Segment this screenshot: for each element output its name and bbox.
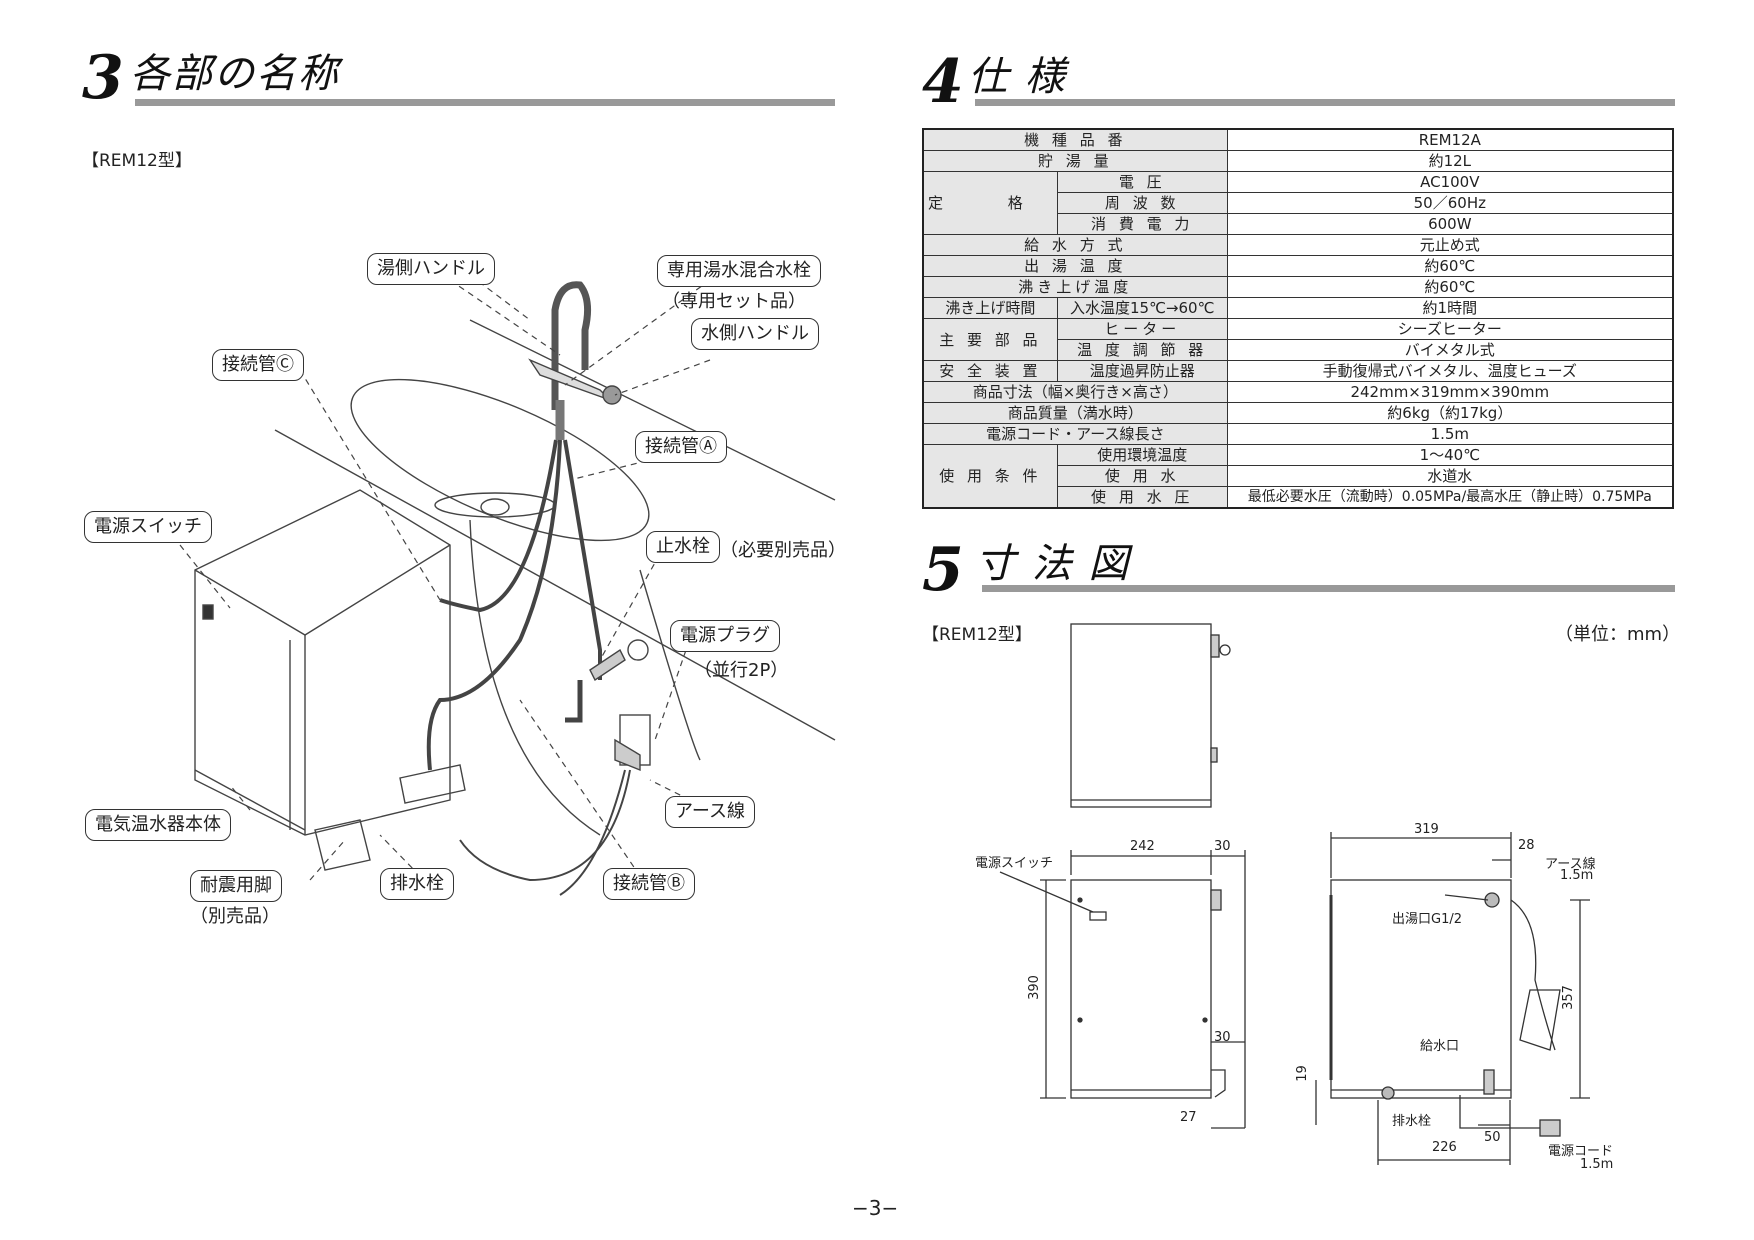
spec-row-supply: 給 水 方 式元止め式 (922, 234, 1674, 256)
dim-242: 242 (1130, 839, 1155, 854)
note-power-plug: （並行2P） (694, 660, 789, 681)
section5-unit: （単位：mm） (1555, 624, 1681, 645)
dim-30b: 30 (1214, 1030, 1231, 1045)
note-quake-feet: （別売品） (190, 906, 280, 927)
section5-title: 寸 法 図 (975, 541, 1131, 587)
dim-19: 19 (1294, 1065, 1310, 1082)
page-number: −3− (852, 1196, 899, 1220)
dim-drain: 排水栓 (1392, 1114, 1432, 1129)
section5-rule (982, 585, 1675, 592)
spec-row-mass: 商品質量（満水時）約6kg（約17kg） (922, 402, 1674, 424)
dim-226: 226 (1432, 1140, 1457, 1155)
dim-50: 50 (1484, 1130, 1501, 1145)
callout-pipe-b: 接続管Ⓑ (603, 868, 695, 900)
dim-inlet: 給水口 (1420, 1039, 1460, 1054)
callout-power-plug: 電源プラグ (670, 620, 780, 652)
dim-earth-label: アース線 (1545, 857, 1596, 872)
callout-heater-body: 電気温水器本体 (85, 809, 231, 841)
callout-cold-handle: 水側ハンドル (691, 318, 819, 350)
spec-row-heater: 主 要 部 品ヒーターシーズヒーター (922, 318, 1674, 361)
parts-illustration (179, 274, 836, 896)
dim-30a: 30 (1214, 839, 1231, 854)
spec-row-safety: 安 全 装 置温度過昇防止器手動復帰式バイメタル、温度ヒューズ (922, 360, 1674, 382)
section3-rule (135, 99, 835, 106)
dim-28: 28 (1518, 838, 1535, 853)
spec-row-boiltemp: 沸き上げ温度約60℃ (922, 276, 1674, 298)
callout-faucet: 専用湯水混合水栓 (657, 255, 821, 287)
section4-title: 仕 様 (968, 54, 1067, 100)
callout-earth-wire: アース線 (665, 796, 756, 828)
dim-27: 27 (1180, 1110, 1197, 1125)
spec-row-storage: 貯 湯 量約12L (922, 150, 1674, 172)
section3-model: 【REM12型】 (82, 151, 192, 171)
spec-row-thermo: 温 度 調 節 器バイメタル式 (923, 339, 1674, 361)
section4-number: 4 (922, 47, 964, 117)
dim-earth-len: 1.5m (1560, 868, 1594, 883)
callout-hot-handle: 湯側ハンドル (367, 253, 495, 285)
section4-rule (975, 99, 1675, 106)
section5-number: 5 (922, 535, 964, 605)
dim-357: 357 (1560, 985, 1576, 1010)
callout-pipe-c: 接続管Ⓒ (212, 349, 304, 381)
note-faucet: （専用セット品） (662, 291, 806, 312)
dim-outlet: 出湯口G1/2 (1392, 912, 1462, 927)
spec-row-pressure: 使 用 水 圧最低必要水圧（流動時）0.05MPa/最高水圧（静止時）0.75M… (923, 486, 1674, 509)
dimension-drawing (999, 623, 1590, 1165)
callout-power-switch: 電源スイッチ (84, 511, 212, 543)
callout-pipe-a: 接続管Ⓐ (635, 431, 727, 463)
dim-319: 319 (1414, 822, 1439, 837)
callout-quake-feet: 耐震用脚 (190, 870, 282, 902)
dim-390: 390 (1026, 975, 1042, 1000)
dim-cord-len: 1.5m (1580, 1157, 1614, 1172)
spec-row-outtemp: 出 湯 温 度約60℃ (922, 255, 1674, 277)
section3-number: 3 (82, 43, 124, 113)
dim-switch-label: 電源スイッチ (975, 856, 1054, 871)
section5-model: 【REM12型】 (922, 625, 1032, 645)
spec-row-size: 商品寸法（幅×奥行き×高さ）242mm×319mm×390mm (922, 381, 1674, 403)
spec-row-water: 使 用 水水道水 (923, 465, 1674, 487)
callout-stop-valve: 止水栓 (646, 531, 720, 563)
callout-drain-plug: 排水栓 (380, 868, 454, 900)
section3-title: 各部の名称 (130, 51, 340, 97)
dim-cord: 電源コード (1548, 1144, 1614, 1159)
note-stop-valve: （必要別売品） (720, 540, 846, 561)
